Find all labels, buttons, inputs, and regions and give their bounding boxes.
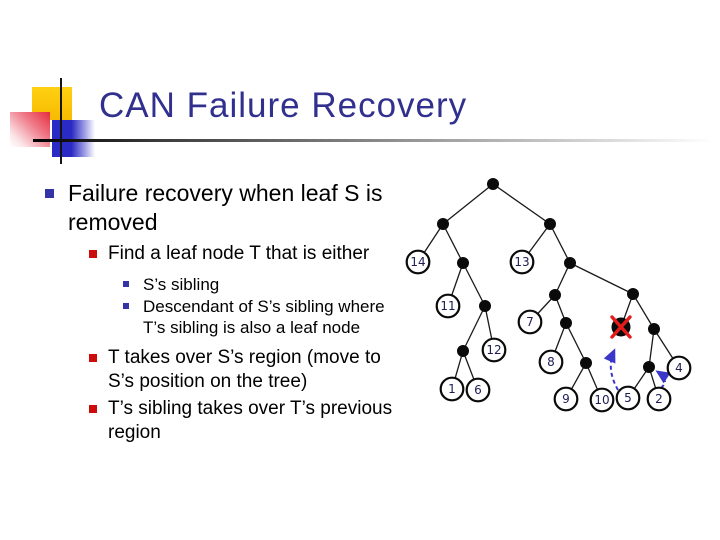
tree-leaf-label: 5 [624,391,632,405]
tree-leaf-node-2 [646,386,672,412]
tree-edge [442,223,464,264]
blue-square-bullet-icon [123,303,129,309]
red-square-bullet-icon [89,354,97,362]
tree-edge [569,262,634,295]
red-square-bullet-icon [89,250,97,258]
tree-internal-node [457,257,469,269]
bullet-text: S’s sibling [143,275,220,294]
tree-leaf-node-1 [439,376,465,402]
tree-internal-node [648,323,660,335]
blue-square-bullet-icon [45,189,54,198]
tree-edge [632,293,655,330]
tree-internal-node [437,218,449,230]
logo-blue-square [52,120,95,157]
tree-leaf-label: 2 [655,392,663,406]
tree-leaf-node-4 [666,355,692,381]
tree-internal-node [544,218,556,230]
tree-leaf-node-12 [481,337,507,363]
tree-leaf-label: 10 [594,393,609,407]
tree-internal-node [560,317,572,329]
bullet-item-level3: S’s sibling [36,274,436,295]
tree-leaf-label: 14 [410,255,425,269]
bullet-text: Find a leaf node T that is either [108,243,370,264]
tree-leaf-node-5 [615,385,641,411]
tree-internal-node [564,257,576,269]
tree-diagram: 14 11 12 1 6 13 7 8 9 10 5 2 4 [405,178,692,413]
tree-leaf-node-13 [509,249,535,275]
tree-internal-node [487,178,499,190]
tree-edge [462,305,486,352]
tree-edge [648,328,655,368]
takeover-arrow-2 [655,370,671,389]
tree-internal-node [549,289,561,301]
tree-leaf-label: 1 [448,382,456,396]
title-underline-rule [33,139,714,142]
red-x-icon [610,315,632,339]
tree-internal-node [627,288,639,300]
blue-square-bullet-icon [123,281,129,287]
slide-title: CAN Failure Recovery [99,86,468,125]
takeover-arrow-1 [603,348,619,391]
tree-edge [492,183,551,225]
red-square-bullet-icon [89,405,97,413]
tree-leaf-label: 7 [526,315,534,329]
tree-leaf-node-9 [553,386,579,412]
tree-leaf-label: 12 [486,343,501,357]
tree-leaf-label: 6 [474,383,482,397]
tree-leaf-label: 9 [562,392,570,406]
tree-edge [549,223,571,264]
tree-edge [442,183,494,225]
tree-leaf-node-14 [405,249,431,275]
tree-leaf-label: 8 [547,355,555,369]
tree-internal-node [457,345,469,357]
bullet-item-level2: Find a leaf node T that is either [36,242,436,266]
tree-leaf-node-10 [589,387,615,413]
tree-edge [462,262,486,307]
tree-leaf-node-11 [435,293,461,319]
tree-internal-node [580,357,592,369]
tree-leaf-node-7 [517,309,543,335]
logo-crosshair-line [60,78,62,164]
tree-edge [565,322,587,364]
tree-internal-node [643,361,655,373]
tree-leaf-node-8 [538,349,564,375]
tree-leaf-node-6 [465,377,491,403]
tree-leaf-label: 13 [514,255,529,269]
tree-leaf-label: 4 [675,361,683,375]
tree-internal-node [479,300,491,312]
tree-leaf-label: 11 [440,299,455,313]
